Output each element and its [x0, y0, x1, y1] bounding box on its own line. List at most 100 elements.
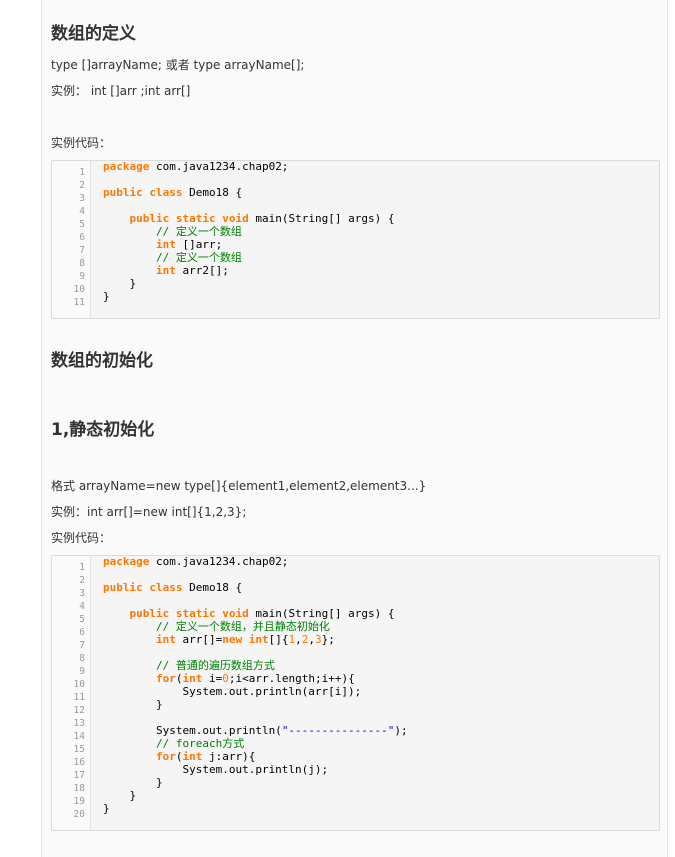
line-number: 15 [73, 744, 85, 755]
code-token: class [149, 186, 183, 199]
line-number: 9 [79, 271, 85, 282]
code-token: int [155, 238, 176, 251]
code-token: []{ [268, 633, 289, 646]
code-token: 1 [288, 633, 296, 646]
code-token: 2 [301, 633, 309, 646]
code-line: } [103, 290, 110, 303]
code-line: } [103, 776, 163, 789]
code-token: // 定义一个数组 [155, 225, 242, 238]
code-token [103, 737, 156, 750]
code-token: Demo18 { [182, 581, 243, 594]
definition-syntax-text: type []arrayName; 或者 type arrayName[]; [51, 58, 305, 72]
code-line: public static void main(String[] args) { [103, 607, 395, 620]
code-token: public [103, 581, 143, 594]
code-token: static [175, 607, 216, 620]
code-line: package com.java1234.chap02; [103, 160, 289, 173]
code-token: int [248, 633, 269, 646]
line-number: 19 [73, 796, 85, 807]
definition-example-text: 实例： int []arr ;int arr[] [51, 84, 191, 98]
code-token [103, 750, 156, 763]
code-line: package com.java1234.chap02; [103, 555, 289, 568]
code-token [103, 633, 156, 646]
code-token: } [103, 290, 110, 303]
code-line: // 定义一个数组 [103, 225, 242, 238]
code-token: for [155, 672, 176, 685]
code-token: static [175, 212, 216, 225]
code-token: } [103, 698, 163, 711]
code-line: // 普通的遍历数组方式 [103, 659, 275, 672]
code-token: com.java1234.chap02; [149, 160, 289, 173]
code-token: main(String[] args) { [248, 607, 395, 620]
code-line: // 定义一个数组 [103, 251, 242, 264]
line-number: 8 [79, 653, 85, 664]
code-token [103, 251, 156, 264]
code-token: public [103, 186, 143, 199]
code-token: arr2[]; [175, 264, 229, 277]
line-number: 5 [79, 614, 85, 625]
line-number: 7 [79, 640, 85, 651]
code-token: }; [321, 633, 335, 646]
code-token [103, 659, 156, 672]
code-token: Demo18 { [182, 186, 243, 199]
code-token: } [103, 802, 110, 815]
definition-code-label: 实例代码： [51, 136, 112, 150]
line-number: 6 [79, 627, 85, 638]
code-token: arr[]= [175, 633, 223, 646]
line-number: 7 [79, 245, 85, 256]
article-container: 数组的定义 type []arrayName; 或者 type arrayNam… [41, 0, 668, 857]
line-number: 4 [79, 601, 85, 612]
line-number: 18 [73, 783, 85, 794]
line-number: 2 [79, 180, 85, 191]
code-token: int [182, 672, 203, 685]
code-token: com.java1234.chap02; [149, 555, 289, 568]
code-line: } [103, 277, 136, 290]
code-line: System.out.println("---------------"); [103, 724, 408, 737]
code-line: int arr[]=new int[]{1,2,3}; [103, 633, 335, 646]
code-token: []arr; [175, 238, 223, 251]
code-token [103, 672, 156, 685]
line-number: 3 [79, 193, 85, 204]
code-token: public [129, 607, 170, 620]
line-number: 1 [79, 167, 85, 178]
code-token: // 定义一个数组 [155, 251, 242, 264]
line-number: 20 [73, 809, 85, 820]
code-line: public static void main(String[] args) { [103, 212, 395, 225]
line-number: 9 [79, 666, 85, 677]
code-token: j:arr){ [202, 750, 256, 763]
line-number: 1 [79, 562, 85, 573]
code-token: class [149, 581, 183, 594]
code-token: main(String[] args) { [248, 212, 395, 225]
line-number: 11 [73, 692, 85, 703]
code-token: public [129, 212, 170, 225]
code-line: } [103, 789, 136, 802]
code-token: // foreach方式 [155, 737, 245, 750]
code-token: System.out.println(arr[i]); [103, 685, 362, 698]
code-token: // 定义一个数组，并且静态初始化 [155, 620, 330, 633]
code-token: } [103, 277, 137, 290]
line-number: 6 [79, 232, 85, 243]
code-token [103, 264, 156, 277]
code-token: package [103, 555, 150, 568]
code-token [242, 633, 249, 646]
code-token: int [155, 264, 176, 277]
line-number: 17 [73, 770, 85, 781]
code-line: public class Demo18 { [103, 581, 242, 594]
heading-array-initialization: 数组的初始化 [51, 351, 153, 371]
code-token [103, 238, 156, 251]
code-token: ;i<arr.length;i++){ [228, 672, 355, 685]
code-token [103, 607, 130, 620]
code-token: } [103, 789, 137, 802]
line-number: 10 [73, 284, 85, 295]
code-token: int [182, 750, 203, 763]
code-line: int arr2[]; [103, 264, 229, 277]
line-number: 10 [73, 679, 85, 690]
line-number: 16 [73, 757, 85, 768]
code-token: System.out.println(j); [103, 763, 329, 776]
line-number: 5 [79, 219, 85, 230]
code-token: // 普通的遍历数组方式 [155, 659, 275, 672]
static-code-label: 实例代码： [51, 531, 112, 545]
line-number: 12 [73, 705, 85, 716]
